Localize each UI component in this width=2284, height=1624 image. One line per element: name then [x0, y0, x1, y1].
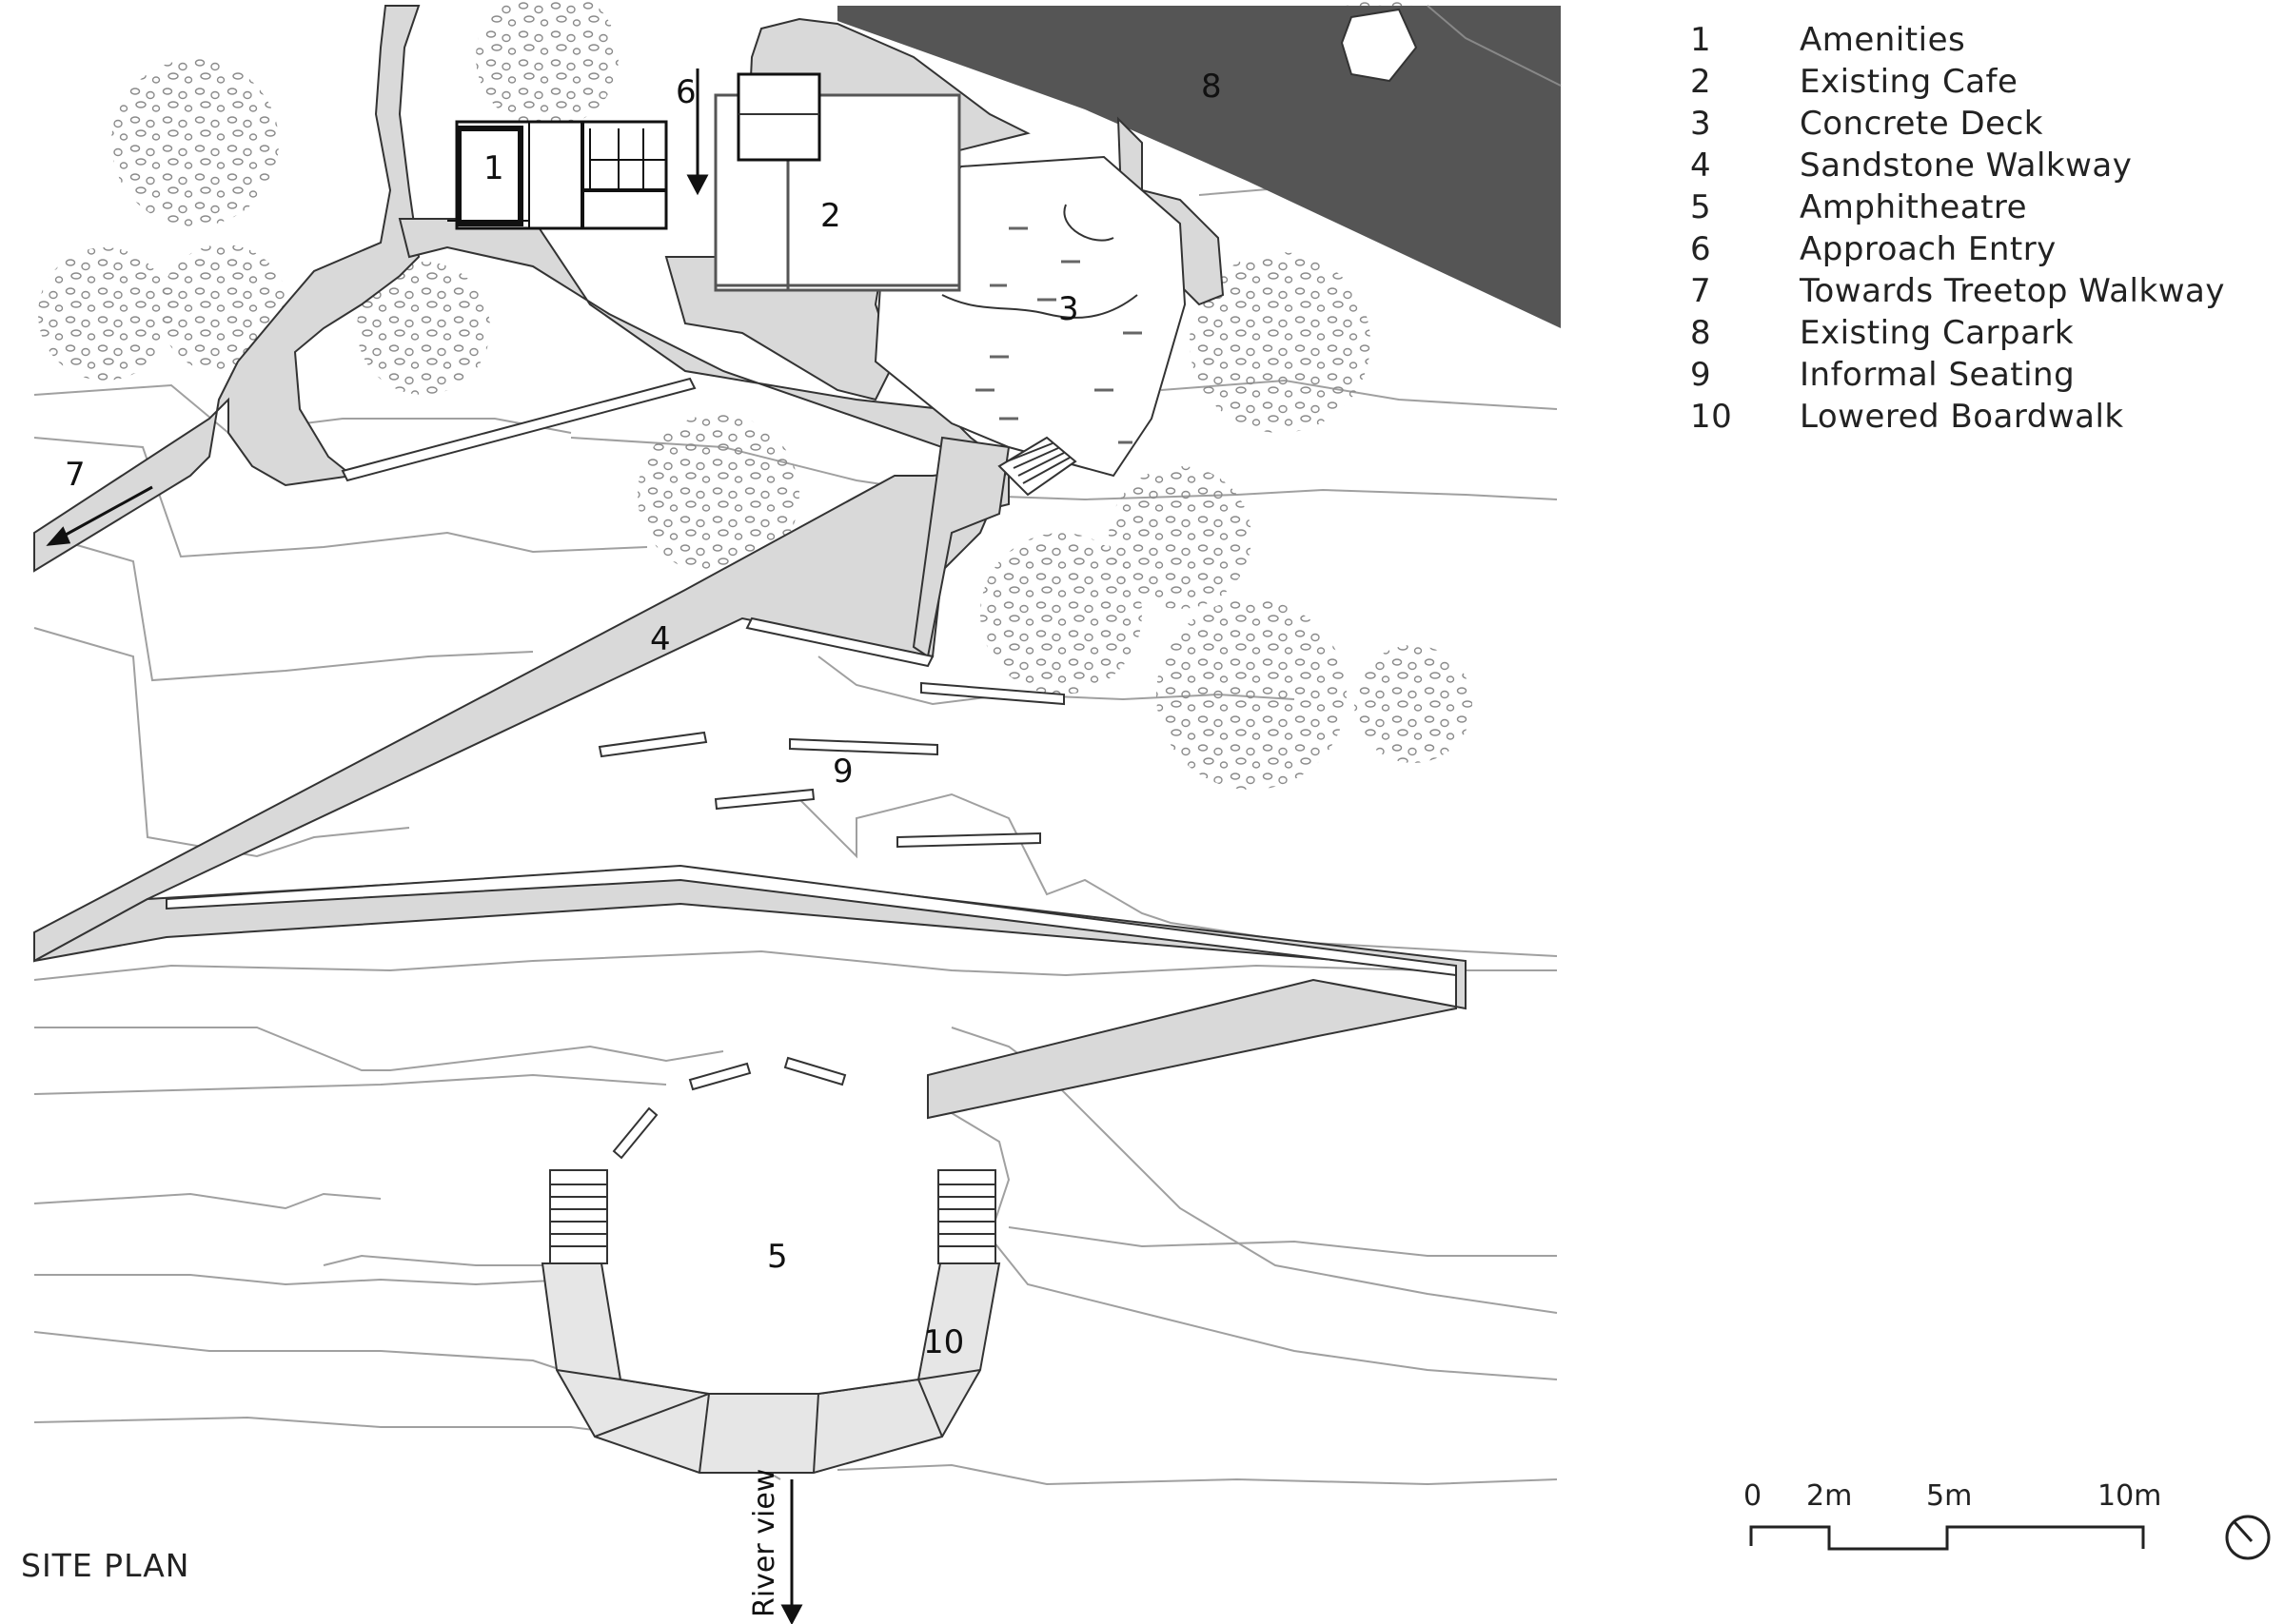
direction-arrows	[46, 68, 803, 1624]
legend-label: Concrete Deck	[1800, 105, 2043, 143]
scale-bar	[1749, 1525, 2145, 1551]
legend-number: 1	[1690, 21, 1712, 59]
plan-title: SITE PLAN	[21, 1547, 190, 1584]
legend-label: Lowered Boardwalk	[1800, 398, 2124, 436]
legend-label: Approach Entry	[1800, 230, 2057, 268]
legend-number: 7	[1690, 272, 1712, 310]
label-seating: 9	[833, 753, 854, 791]
legend-label: Existing Cafe	[1800, 63, 2018, 101]
legend-number: 3	[1690, 105, 1712, 143]
label-carpark: 8	[1201, 68, 1222, 106]
label-treetop: 7	[65, 456, 86, 494]
existing-cafe	[714, 72, 961, 292]
informal-seating-benches	[598, 681, 1065, 849]
scale-tick-label: 10m	[2097, 1479, 2162, 1513]
legend-label: Informal Seating	[1800, 356, 2076, 394]
label-deck: 3	[1058, 290, 1079, 328]
legend-number: 2	[1690, 63, 1712, 101]
legend-number: 8	[1690, 314, 1712, 352]
label-river-view: River view	[748, 1469, 781, 1617]
legend-number: 9	[1690, 356, 1712, 394]
legend-label: Existing Carpark	[1800, 314, 2075, 352]
legend-number: 4	[1690, 147, 1712, 185]
walkway-edges	[166, 377, 1457, 977]
legend-number: 10	[1690, 398, 1733, 436]
legend-label: Amenities	[1800, 21, 1966, 59]
legend-label: Towards Treetop Walkway	[1800, 272, 2225, 310]
label-amphitheatre: 5	[767, 1238, 788, 1276]
existing-carpark	[837, 5, 1562, 328]
label-walkway: 4	[650, 620, 671, 658]
legend-number: 6	[1690, 230, 1712, 268]
amphitheatre-entry-benches	[612, 1056, 847, 1160]
legend-label: Amphitheatre	[1800, 188, 2028, 226]
scale-tick-label: 2m	[1806, 1479, 1853, 1513]
amenities-block	[447, 120, 668, 230]
label-entry: 6	[676, 73, 697, 111]
label-cafe: 2	[820, 197, 841, 235]
legend-label: Sandstone Walkway	[1800, 147, 2133, 185]
scale-tick-label: 5m	[1926, 1479, 1973, 1513]
lowered-boardwalk	[541, 1169, 1001, 1474]
legend-number: 5	[1690, 188, 1712, 226]
label-amenities: 1	[483, 149, 504, 187]
label-boardwalk: 10	[923, 1323, 964, 1361]
scale-tick-label: 0	[1743, 1479, 1762, 1513]
north-arrow-icon	[2225, 1515, 2271, 1560]
